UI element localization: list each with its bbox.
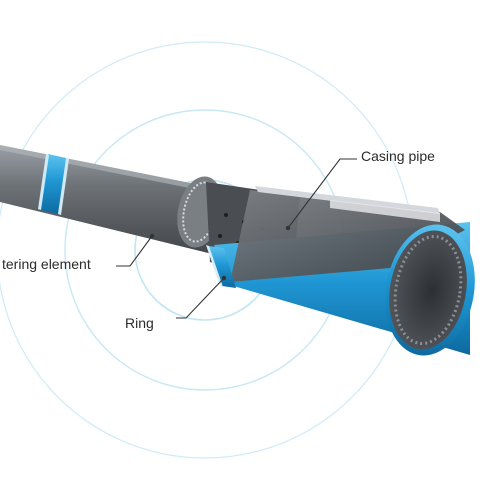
- label-casing-pipe: Casing pipe: [361, 148, 435, 164]
- leader-ring: [176, 277, 225, 319]
- blue-band: [38, 154, 69, 215]
- leader-filtering-element: [116, 235, 153, 267]
- label-filtering-element: tering element: [2, 256, 91, 272]
- pipe-opening: [385, 224, 475, 356]
- dot-casing-pipe: [285, 225, 291, 231]
- dot-filtering-element: [149, 233, 155, 239]
- dot-ring: [221, 275, 227, 281]
- leader-casing-pipe: [287, 158, 357, 229]
- ring: [206, 245, 236, 288]
- label-ring: Ring: [125, 315, 154, 331]
- leader-lines: [116, 158, 357, 319]
